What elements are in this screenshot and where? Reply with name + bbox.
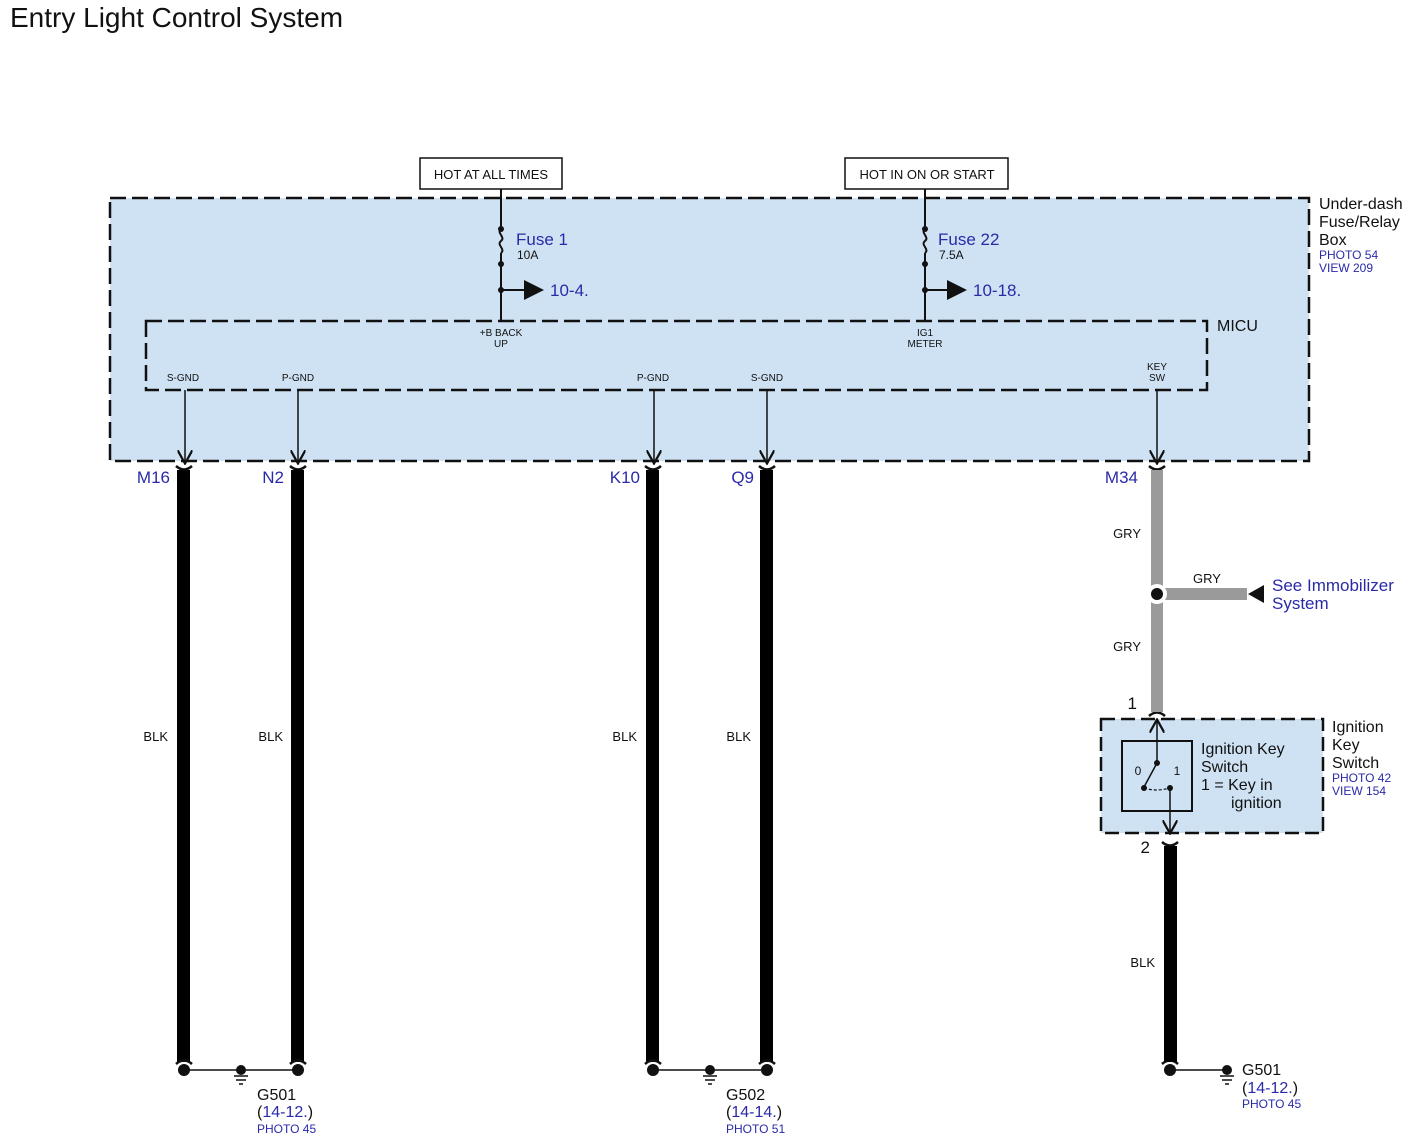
photo-reference[interactable]: PHOTO 42 [1332,771,1391,785]
fuse-1-circuit: Fuse 1 10A 10-4. +B BACK UP [480,189,589,350]
ignition-key-switch: 0 1 Ignition Key Switch 1 = Key in ignit… [1099,717,1391,833]
wire-gry-branch [1157,588,1247,600]
ground-icon [236,1065,246,1075]
ground-g501-left: G501 (14-12.) PHOTO 45 [178,1064,316,1136]
page-reference-link[interactable]: 10-18. [973,281,1021,300]
switch-description: ignition [1231,795,1282,812]
connector-label: Q9 [731,468,754,487]
fuse-rating: 7.5A [939,248,964,262]
ground-name: G502 [726,1087,765,1104]
pin-number: 1 [1128,694,1137,713]
switch-description: 1 = Key in [1201,777,1273,794]
fuse-22-icon [922,228,928,254]
ground-ref: (14-14.) [726,1104,782,1121]
fuse-box-name: Box [1319,232,1347,249]
photo-reference[interactable]: PHOTO 54 [1319,248,1378,262]
ground-icon [705,1065,715,1075]
micu-pin-label: S-GND [751,373,783,384]
wire-blk [646,470,659,1062]
wire-color-label: BLK [143,729,168,744]
switch-position-1: 1 [1174,764,1181,778]
arrow-left-icon [1248,585,1264,603]
connector-caps [175,465,1179,847]
splice-point [1151,588,1163,600]
fuse-name: Fuse 1 [516,230,568,249]
pin-number: 2 [1141,838,1150,857]
diagram-title: Entry Light Control System [10,2,344,33]
wire-blk [1164,846,1177,1062]
ground-ref: (14-12.) [257,1104,313,1121]
ground-ref-link[interactable]: 14-12. [262,1104,307,1121]
power-source-hot-at-all-times: HOT AT ALL TIMES [419,157,563,190]
power-source-label: HOT AT ALL TIMES [434,167,548,182]
view-reference[interactable]: VIEW 154 [1332,784,1386,798]
ground-ref: (14-12.) [1242,1080,1298,1097]
switch-contact-icon [1143,762,1158,788]
ground-icon [1222,1065,1232,1075]
wire-color-label: GRY [1193,571,1221,586]
wire-color-label: BLK [726,729,751,744]
photo-reference[interactable]: PHOTO 51 [726,1122,785,1136]
micu-label: MICU [1217,318,1258,335]
fuse-box-name: Fuse/Relay [1319,214,1400,231]
switch-position-0: 0 [1135,764,1142,778]
view-reference[interactable]: VIEW 209 [1319,261,1373,275]
wire-blk [177,470,190,1062]
wire-color-label: BLK [1130,955,1155,970]
micu-pin-label: IG1 [917,328,934,339]
fuse-22-circuit: Fuse 22 7.5A 10-18. IG1 METER [908,189,1021,350]
fuse-box-label: Under-dash Fuse/Relay Box PHOTO 54 VIEW … [1319,196,1403,275]
connector-label: M16 [137,468,170,487]
component-name: Switch [1332,755,1379,772]
key-sw-circuit: GRY GRY GRY See Immobilizer System 1 2 [1113,470,1394,857]
ground-ref-link[interactable]: 14-12. [1247,1080,1292,1097]
wire-color-label: BLK [258,729,283,744]
connector-label: N2 [262,468,284,487]
power-source-label: HOT IN ON OR START [859,167,994,182]
switch-description: Ignition Key [1201,741,1285,758]
wire-color-label: BLK [612,729,637,744]
immobilizer-system-link[interactable]: See Immobilizer [1272,576,1394,595]
micu-pin-label: +B BACK [480,328,523,339]
switch-description: Switch [1201,759,1248,776]
micu-pin-label: P-GND [282,373,314,384]
immobilizer-system-link[interactable]: System [1272,594,1329,613]
micu-pin-label: P-GND [637,373,669,384]
fuse-box-name: Under-dash [1319,196,1403,213]
connector-label: K10 [610,468,640,487]
ground-ref-link[interactable]: 14-14. [731,1104,776,1121]
power-source-hot-in-on-or-start: HOT IN ON OR START [844,157,1009,190]
wire-color-label: GRY [1113,526,1141,541]
ground-g501-right: G501 (14-12.) PHOTO 45 [1164,1062,1301,1111]
wire-color-label: GRY [1113,639,1141,654]
fuse-rating: 10A [517,248,538,262]
wire-blk [760,470,773,1062]
photo-reference[interactable]: PHOTO 45 [1242,1097,1301,1111]
ground-name: G501 [257,1087,296,1104]
fuse-name: Fuse 22 [938,230,999,249]
micu-pin-label: METER [908,339,943,350]
wire-blk [291,470,304,1062]
micu-box [144,319,1209,392]
micu-pin-label: SW [1149,373,1166,384]
connector-label: M34 [1105,468,1138,487]
component-name: Ignition [1332,719,1384,736]
ground-name: G501 [1242,1062,1281,1079]
photo-reference[interactable]: PHOTO 45 [257,1122,316,1136]
micu-pin-label: KEY [1147,362,1167,373]
ground-g502: G502 (14-14.) PHOTO 51 [647,1064,785,1136]
component-name: Key [1332,737,1360,754]
page-reference-link[interactable]: 10-4. [550,281,589,300]
fuse-1-icon [498,228,504,254]
fuse-relay-box [108,196,1311,463]
micu-pin-label: UP [494,339,508,350]
micu-pin-label: S-GND [167,373,199,384]
